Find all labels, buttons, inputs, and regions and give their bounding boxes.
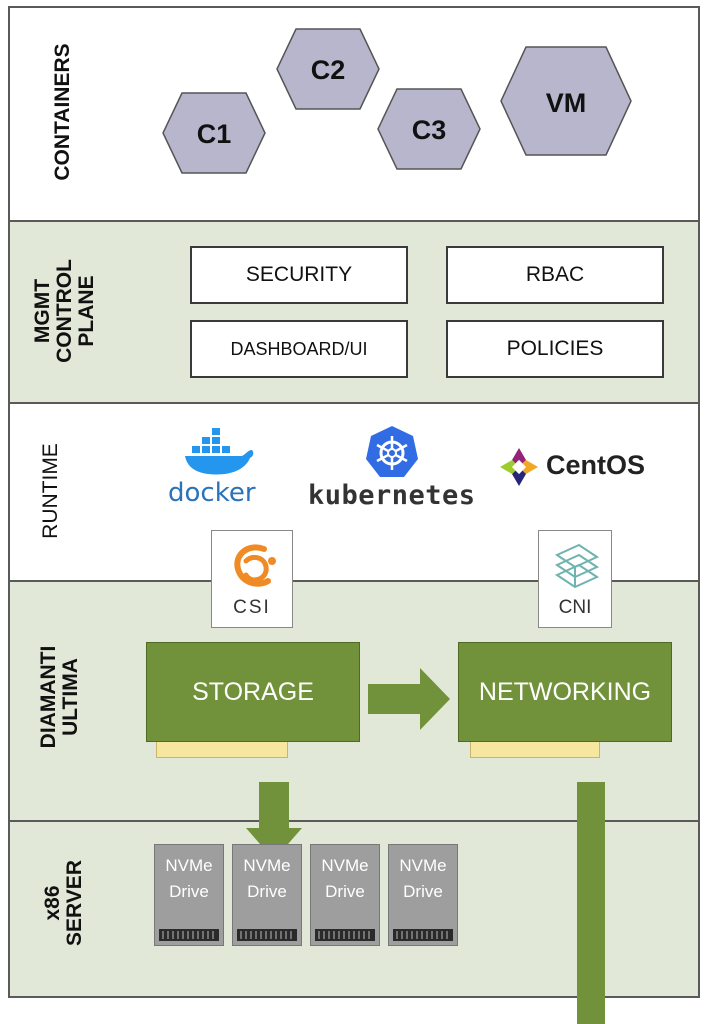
hexagon-vm: VM	[500, 46, 632, 156]
csi-label: CSI	[233, 597, 271, 618]
hexagon-c2: C2	[276, 28, 380, 110]
drive-connector-pins	[393, 929, 453, 941]
security-box: SECURITY	[190, 246, 408, 304]
mgmt-label: MGMT CONTROL PLANE	[31, 259, 98, 363]
storage-to-networking-arrow	[368, 668, 450, 730]
rbac-box: RBAC	[446, 246, 664, 304]
centos-wordmark: CentOS	[546, 450, 646, 480]
containers-label: CONTAINERS	[51, 43, 74, 181]
diamanti-label: DIAMANTI ULTIMA	[37, 645, 82, 749]
csi-logo-icon	[234, 544, 276, 587]
hexagon-c3: C3	[377, 88, 481, 170]
dashboard-box: DASHBOARD/UI	[190, 320, 408, 378]
rbac-label: RBAC	[525, 263, 585, 286]
docker-wordmark: docker	[168, 478, 256, 508]
policies-label: POLICIES	[506, 337, 604, 360]
x86-label: x86 SERVER	[41, 860, 86, 946]
centos-icon	[500, 448, 538, 486]
c2-label: C2	[311, 55, 346, 85]
cni-badge: CNI	[538, 530, 612, 628]
kubernetes-helm-icon	[366, 426, 418, 477]
cni-logo-icon	[554, 543, 600, 589]
networking-card: NETWORKING	[458, 642, 672, 742]
dashboard-label: DASHBOARD/UI	[230, 338, 368, 359]
security-label: SECURITY	[245, 263, 353, 286]
c1-label: C1	[197, 119, 232, 149]
vm-label: VM	[546, 88, 587, 118]
storage-to-drives-arrow	[246, 782, 302, 860]
csi-badge: CSI	[211, 530, 293, 628]
cni-label: CNI	[558, 597, 592, 618]
kubernetes-wordmark: kubernetes	[308, 480, 476, 511]
drive-connector-pins	[237, 929, 297, 941]
hexagon-c1: C1	[162, 92, 266, 174]
c3-label: C3	[412, 115, 447, 145]
runtime-label: RUNTIME	[39, 443, 62, 539]
drive-connector-pins	[315, 929, 375, 941]
networking-label: NETWORKING	[478, 677, 652, 706]
docker-logo-icon	[185, 428, 254, 475]
policies-box: POLICIES	[446, 320, 664, 378]
storage-label: STORAGE	[192, 677, 314, 706]
storage-card: STORAGE	[146, 642, 360, 742]
networking-uplink-bar	[577, 782, 605, 1024]
drive-connector-pins	[159, 929, 219, 941]
